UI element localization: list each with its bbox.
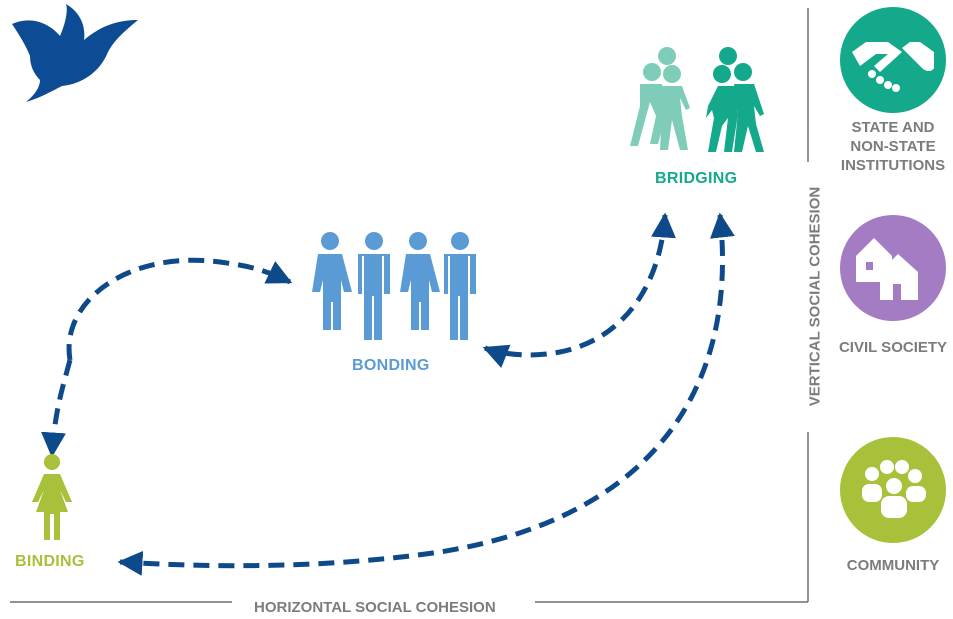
arrow-to-binding bbox=[41, 359, 73, 458]
horizontal-axis-label: HORIZONTAL SOCIAL COHESION bbox=[254, 599, 496, 616]
civil-society-label: CIVIL SOCIETY bbox=[838, 339, 948, 356]
houses-icon bbox=[840, 215, 946, 321]
handshake-icon bbox=[840, 7, 946, 113]
community-icon bbox=[840, 437, 946, 543]
binding-person-icon bbox=[32, 454, 72, 540]
dove-icon bbox=[12, 4, 138, 102]
arrow-bridging-to-bonding bbox=[482, 212, 676, 368]
institutions-label: STATE AND NON-STATE INSTITUTIONS bbox=[840, 119, 946, 174]
bridging-label: BRIDGING bbox=[655, 170, 738, 187]
arrow-bridging-to-binding bbox=[117, 212, 735, 576]
arrow-to-bonding bbox=[66, 257, 293, 361]
axis-lines bbox=[10, 8, 809, 603]
bonding-label: BONDING bbox=[352, 357, 430, 374]
binding-label: BINDING bbox=[15, 553, 85, 570]
bridging-people-icon bbox=[630, 47, 764, 152]
bonding-people-icon bbox=[312, 232, 476, 340]
connection-arrows bbox=[41, 212, 735, 576]
community-label: COMMUNITY bbox=[846, 557, 940, 574]
vertical-axis-label: VERTICAL SOCIAL COHESION bbox=[806, 186, 824, 407]
